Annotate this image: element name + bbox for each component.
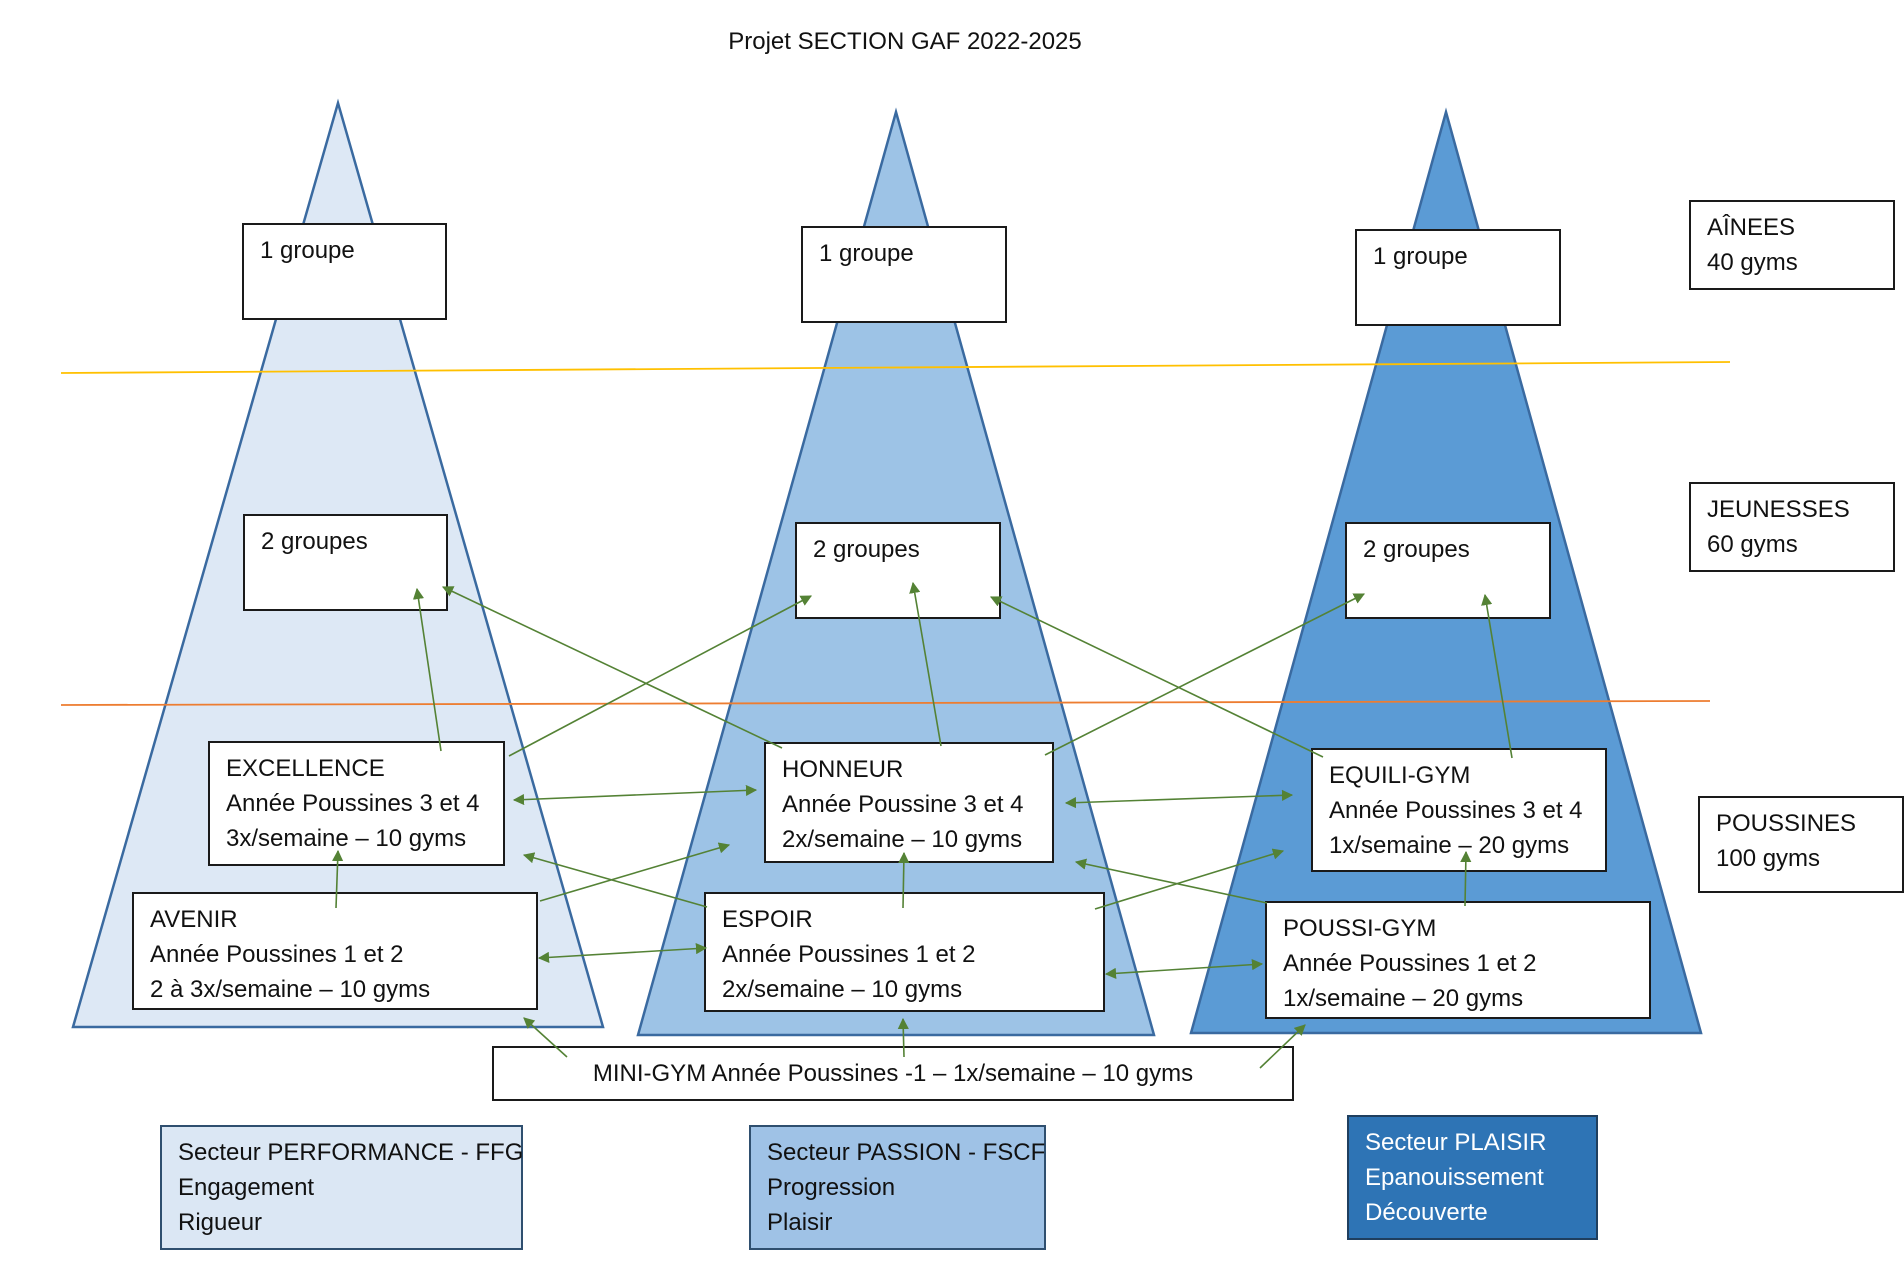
level-title: EXCELLENCE: [226, 755, 385, 782]
sector-value-1: Progression: [767, 1174, 896, 1201]
sector-value-2: Découverte: [1365, 1199, 1488, 1226]
level-title: HONNEUR: [782, 756, 904, 783]
plaisir-mid-group: 2 groupes: [1345, 522, 1551, 619]
separator-jeunesses: [60, 700, 1711, 706]
sector-plaisir-box: Secteur PLAISIR Epanouissement Découvert…: [1347, 1115, 1598, 1240]
group-label: 1 groupe: [260, 237, 355, 264]
equili-gym-box: EQUILI-GYM Année Poussines 3 et 4 1x/sem…: [1311, 748, 1607, 872]
level-poussines-box: POUSSINES 100 gyms: [1698, 796, 1904, 893]
mini-gym-label: MINI-GYM Année Poussines -1 – 1x/semaine…: [592, 1060, 1194, 1087]
level-years: Année Poussines 3 et 4: [1329, 797, 1583, 824]
performance-mid-group: 2 groupes: [243, 514, 448, 611]
page-title: Projet SECTION GAF 2022-2025: [728, 28, 1082, 55]
level-frequency: 2 à 3x/semaine – 10 gyms: [150, 976, 431, 1003]
performance-top-group: 1 groupe: [242, 223, 447, 320]
level-title: ESPOIR: [722, 906, 813, 933]
level-title: AVENIR: [150, 906, 238, 933]
level-title: POUSSI-GYM: [1283, 915, 1437, 942]
sector-value-2: Plaisir: [767, 1209, 833, 1236]
group-label: 1 groupe: [819, 240, 914, 267]
level-title: EQUILI-GYM: [1329, 762, 1471, 789]
level-count: 60 gyms: [1707, 531, 1798, 558]
honneur-box: HONNEUR Année Poussine 3 et 4 2x/semaine…: [764, 742, 1054, 863]
group-label: 2 groupes: [1363, 536, 1470, 563]
sector-performance-box: Secteur PERFORMANCE - FFG Engagement Rig…: [160, 1125, 523, 1250]
passion-top-group: 1 groupe: [801, 226, 1007, 323]
level-years: Année Poussines 1 et 2: [722, 941, 976, 968]
sector-name: Secteur PERFORMANCE - FFG: [178, 1139, 524, 1166]
level-name: AÎNEES: [1707, 214, 1796, 241]
level-years: Année Poussines 1 et 2: [1283, 950, 1537, 977]
level-jeunesses-box: JEUNESSES 60 gyms: [1689, 482, 1895, 572]
separator-ainees: [60, 361, 1731, 374]
sector-value-2: Rigueur: [178, 1209, 263, 1236]
sector-name: Secteur PASSION - FSCF: [767, 1139, 1046, 1166]
level-name: POUSSINES: [1716, 810, 1857, 837]
level-frequency: 1x/semaine – 20 gyms: [1329, 832, 1570, 859]
level-years: Année Poussine 3 et 4: [782, 791, 1024, 818]
level-count: 100 gyms: [1716, 845, 1821, 872]
avenir-box: AVENIR Année Poussines 1 et 2 2 à 3x/sem…: [132, 892, 538, 1010]
plaisir-top-group: 1 groupe: [1355, 229, 1561, 326]
sector-passion-box: Secteur PASSION - FSCF Progression Plais…: [749, 1125, 1046, 1250]
level-name: JEUNESSES: [1707, 496, 1850, 523]
level-frequency: 3x/semaine – 10 gyms: [226, 825, 467, 852]
group-label: 2 groupes: [261, 528, 368, 555]
sector-value-1: Epanouissement: [1365, 1164, 1544, 1191]
mini-gym-box: MINI-GYM Année Poussines -1 – 1x/semaine…: [492, 1046, 1294, 1101]
level-ainees-box: AÎNEES 40 gyms: [1689, 200, 1895, 290]
group-label: 2 groupes: [813, 536, 920, 563]
passion-mid-group: 2 groupes: [795, 522, 1001, 619]
group-label: 1 groupe: [1373, 243, 1468, 270]
level-years: Année Poussines 3 et 4: [226, 790, 480, 817]
espoir-box: ESPOIR Année Poussines 1 et 2 2x/semaine…: [704, 892, 1105, 1012]
poussi-gym-box: POUSSI-GYM Année Poussines 1 et 2 1x/sem…: [1265, 901, 1651, 1019]
sector-value-1: Engagement: [178, 1174, 315, 1201]
excellence-box: EXCELLENCE Année Poussines 3 et 4 3x/sem…: [208, 741, 505, 866]
level-count: 40 gyms: [1707, 249, 1798, 276]
level-frequency: 1x/semaine – 20 gyms: [1283, 985, 1524, 1012]
sector-name: Secteur PLAISIR: [1365, 1129, 1547, 1156]
level-frequency: 2x/semaine – 10 gyms: [722, 976, 963, 1003]
level-years: Année Poussines 1 et 2: [150, 941, 404, 968]
level-frequency: 2x/semaine – 10 gyms: [782, 826, 1023, 853]
